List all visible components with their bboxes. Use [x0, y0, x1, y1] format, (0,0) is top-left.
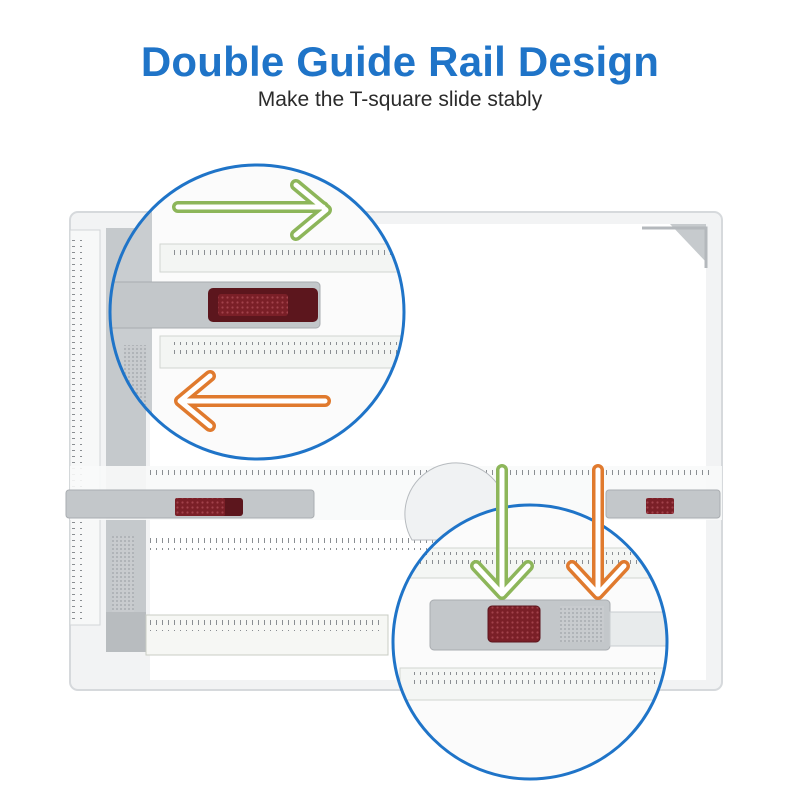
t-square	[65, 462, 722, 550]
corner-clip	[670, 224, 706, 262]
page-subtitle: Make the T-square slide stably	[257, 88, 543, 111]
left-vertical-rail	[69, 228, 146, 648]
callout-ring	[391, 503, 669, 781]
callout-ring	[108, 163, 406, 461]
callout-top-left	[108, 163, 406, 461]
callout-bottom-right	[391, 464, 669, 781]
page-title: Double Guide Rail Design	[140, 38, 660, 85]
bottom-ruler	[106, 612, 389, 656]
